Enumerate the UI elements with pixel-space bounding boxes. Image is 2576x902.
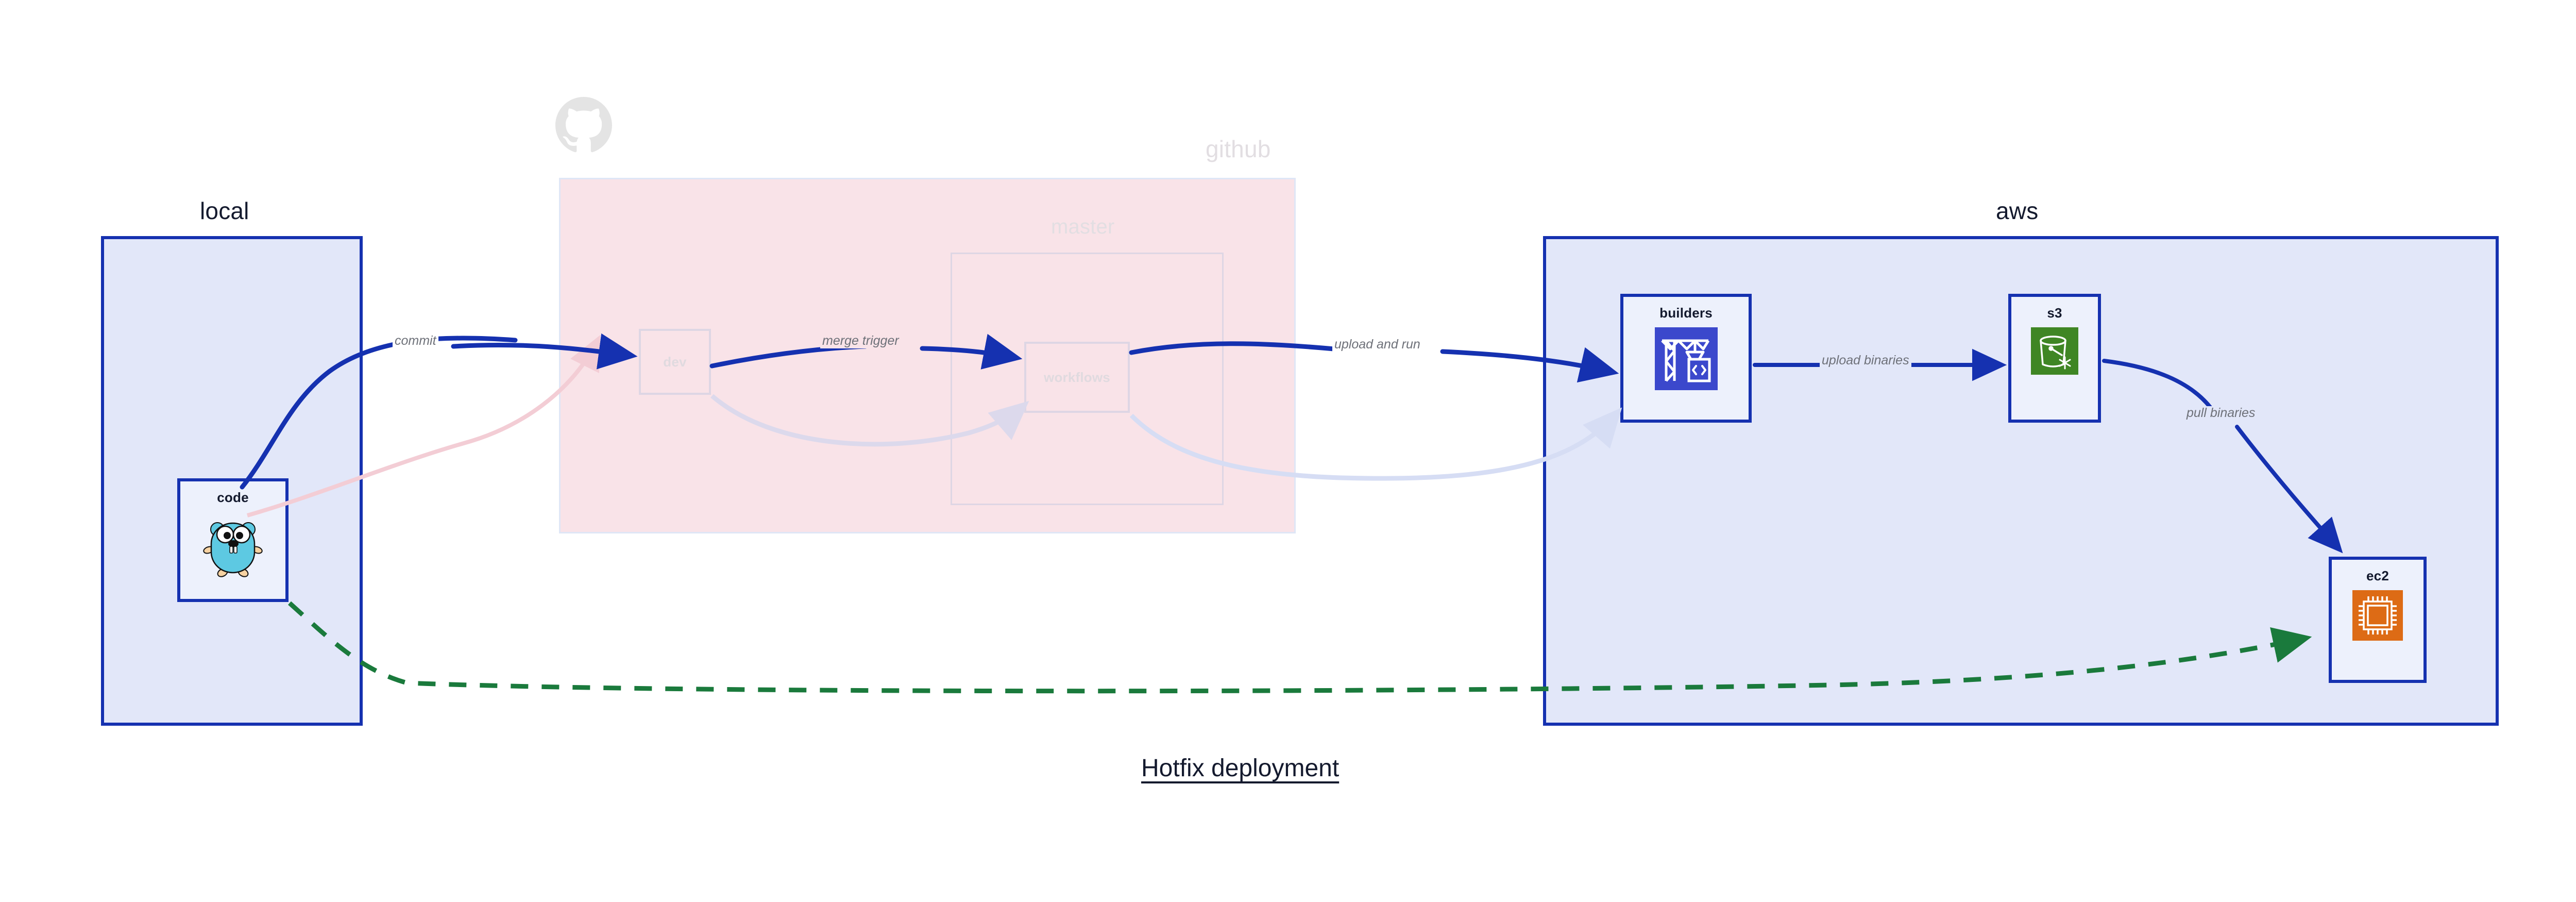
node-builders-label: builders	[1659, 305, 1713, 321]
node-s3[interactable]: s3	[2008, 294, 2101, 423]
node-workflows[interactable]: workflows	[1024, 342, 1130, 413]
aws-ec2-chip-icon	[2352, 590, 2403, 641]
node-dev[interactable]: dev	[639, 329, 711, 395]
node-workflows-label: workflows	[1044, 369, 1110, 385]
aws-codebuild-icon	[1654, 327, 1718, 390]
edge-label-merge-trigger: merge trigger	[820, 333, 901, 348]
edge-label-commit: commit	[393, 333, 438, 348]
node-dev-label: dev	[663, 354, 687, 370]
diagram-caption: Hotfix deployment	[1141, 755, 1340, 782]
node-code-label: code	[217, 490, 249, 505]
go-gopher-icon	[202, 512, 264, 578]
github-octocat-icon	[555, 97, 612, 154]
aws-s3-bucket-icon	[2031, 327, 2078, 375]
group-local-title: local	[200, 197, 249, 224]
node-s3-label: s3	[2047, 305, 2062, 321]
group-aws-title: aws	[1996, 197, 2039, 224]
node-builders[interactable]: builders	[1620, 294, 1752, 423]
edge-label-upload-binaries: upload binaries	[1820, 353, 1911, 368]
node-code[interactable]: code	[177, 478, 289, 602]
node-ec2[interactable]: ec2	[2329, 557, 2427, 683]
edge-label-pull-binaries: pull binaries	[2184, 406, 2258, 421]
subgroup-master-title: master	[1051, 215, 1115, 238]
group-github-title: github	[1206, 136, 1271, 162]
subgroup-master	[951, 253, 1224, 505]
edge-label-upload-and-run: upload and run	[1332, 337, 1422, 352]
node-ec2-label: ec2	[2366, 568, 2389, 583]
